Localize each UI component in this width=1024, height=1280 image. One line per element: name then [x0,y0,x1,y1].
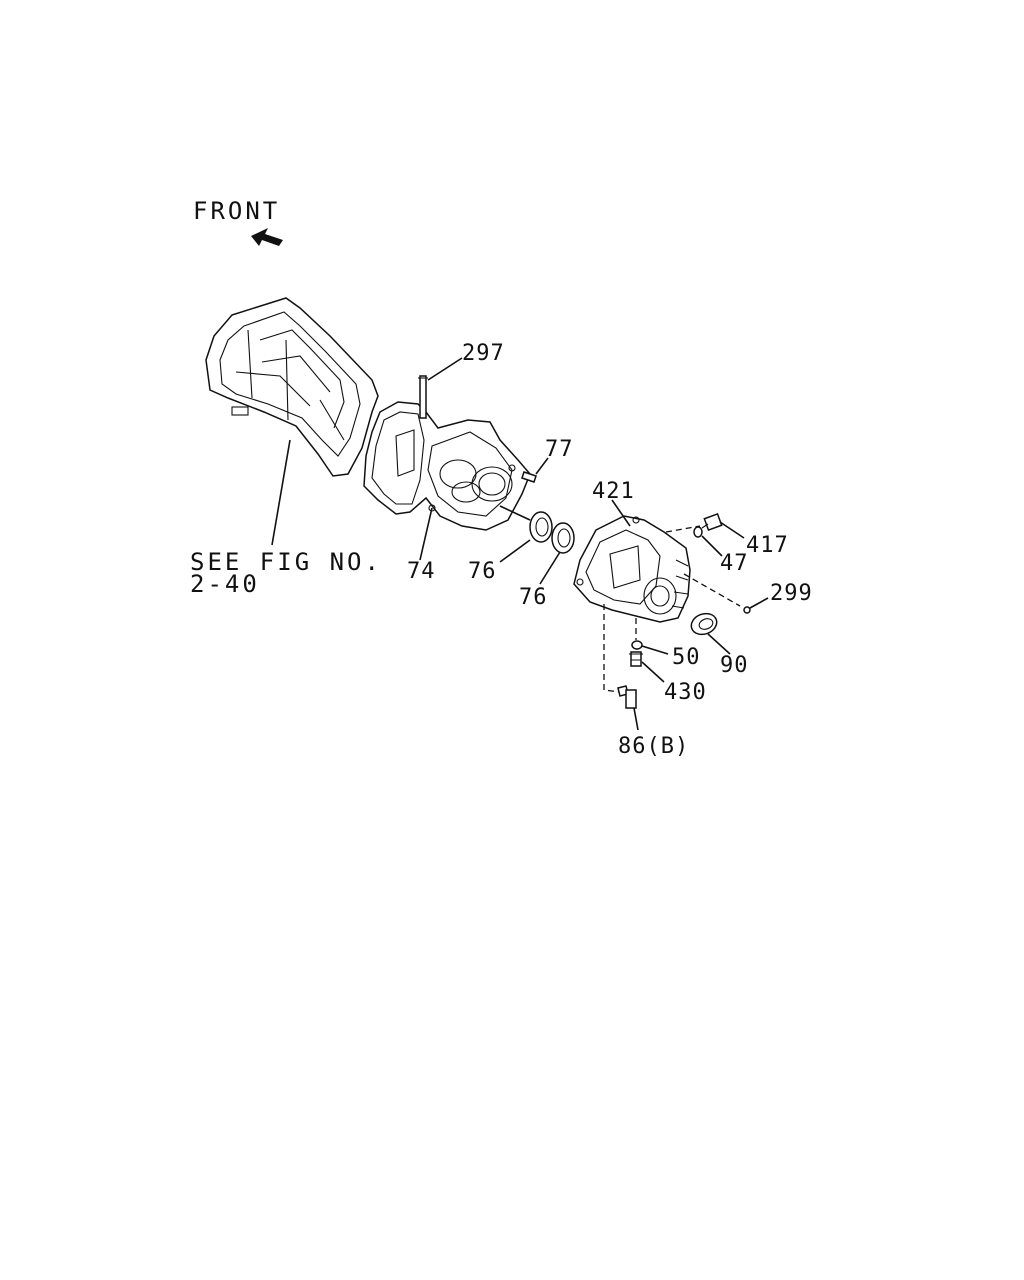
dowel-pin-part [521,471,537,483]
leader-90 [707,633,731,655]
alignment-line-bolt-417 [665,525,701,533]
reference-text-line2: 2-40 [190,570,260,598]
leader-50 [641,645,669,655]
oil-seal-part-2 [551,522,575,554]
alignment-line-plug [683,573,741,607]
leader-74 [419,507,433,561]
callout-47: 47 [720,551,749,576]
callout-86b: 86(B) [618,734,689,759]
callout-74: 74 [407,559,436,584]
callout-77: 77 [545,437,574,462]
bolt-417-part [701,513,723,531]
callout-417: 417 [746,533,789,558]
transmission-case-part [205,297,379,477]
leader-77 [535,457,549,475]
gasket-50-part [631,640,643,650]
leader-421 [611,499,631,527]
bolt-86b-part [617,685,637,709]
washer-47-part [693,526,703,538]
callout-76-second: 76 [519,585,548,610]
plug-299-part [743,606,751,614]
oil-seal-part-1 [529,511,553,543]
callout-76-first: 76 [468,559,497,584]
callout-50: 50 [672,645,701,670]
front-direction-arrow-icon [251,228,283,246]
reference-leader-line [271,439,291,546]
leader-417 [719,521,745,539]
leader-299 [749,597,769,609]
leader-430 [641,661,665,683]
transfer-case-housing-part [363,401,531,531]
callout-90: 90 [720,653,749,678]
oil-seal-90-part [690,612,718,636]
drain-plug-430-part [629,651,643,667]
callout-299: 299 [770,581,813,606]
leader-76b [539,551,561,585]
rear-housing-part [573,515,691,623]
callout-421: 421 [592,479,635,504]
alignment-line-bolt [603,604,621,693]
leader-297 [427,357,463,381]
stud-bolt-part [418,375,428,419]
callout-430: 430 [664,680,707,705]
leader-76a [499,539,531,563]
leader-47 [701,535,723,557]
leader-86b [633,707,639,731]
front-label: FRONT [193,197,280,225]
reference-text-line1: SEE FIG NO. [190,548,382,576]
alignment-line-seal [499,505,531,521]
callout-297: 297 [462,341,505,366]
